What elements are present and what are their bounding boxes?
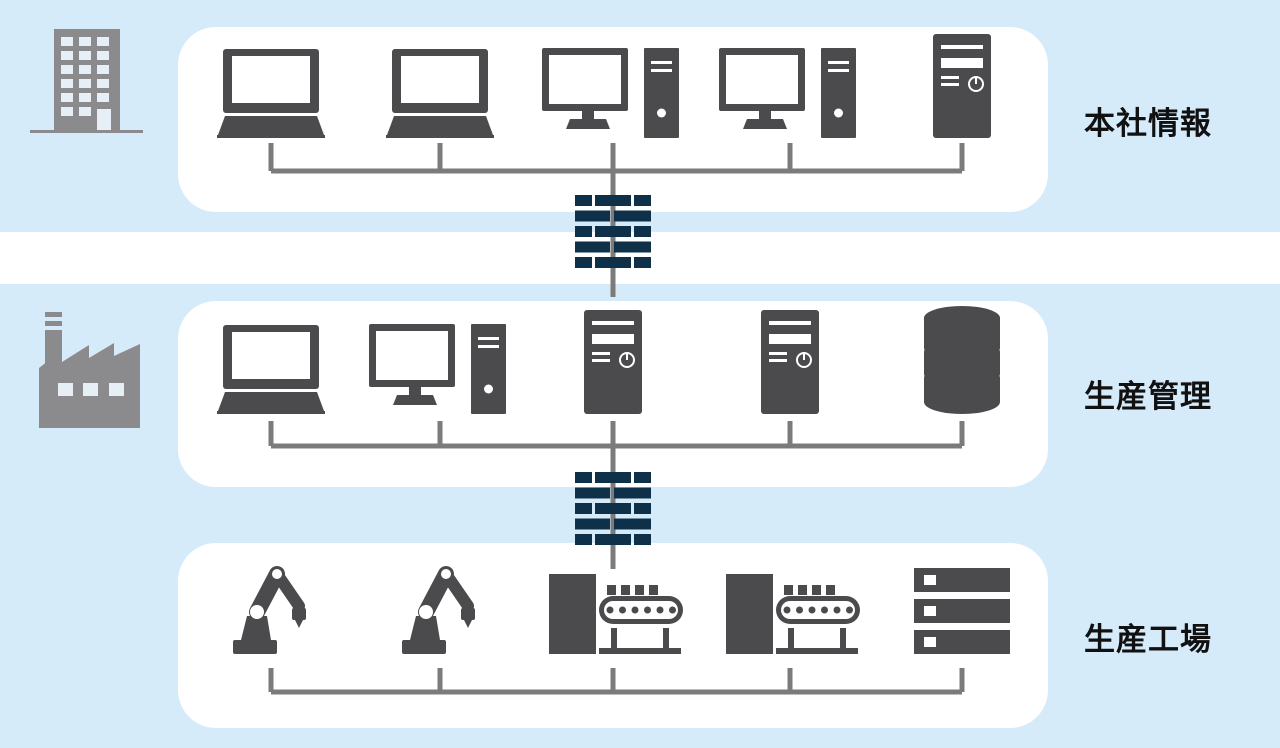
robot-arm-icon bbox=[402, 566, 475, 654]
robot-arm-icon bbox=[233, 566, 306, 654]
database-icon bbox=[924, 306, 1000, 414]
laptop-icon bbox=[217, 49, 325, 138]
server-rack-icon bbox=[914, 568, 1010, 654]
zone-label-production-management: 生産管理 bbox=[1084, 379, 1212, 415]
server-tower-icon bbox=[761, 310, 819, 414]
laptop-icon bbox=[386, 49, 494, 138]
firewall-icon bbox=[575, 195, 651, 268]
firewall-icon bbox=[575, 472, 651, 545]
zone-label-hq: 本社情報 bbox=[1084, 106, 1212, 142]
factory-icon bbox=[39, 312, 140, 428]
desktop-computer-icon bbox=[542, 48, 679, 138]
server-tower-icon bbox=[584, 310, 642, 414]
office-building-icon bbox=[30, 29, 143, 133]
zone-label-factory: 生産工場 bbox=[1084, 622, 1212, 658]
server-tower-icon bbox=[933, 34, 991, 138]
laptop-icon bbox=[217, 325, 325, 414]
conveyor-machine-icon bbox=[726, 574, 860, 654]
device-icons bbox=[30, 29, 1010, 654]
desktop-computer-icon bbox=[719, 48, 856, 138]
desktop-computer-icon bbox=[369, 324, 506, 414]
conveyor-machine-icon bbox=[549, 574, 683, 654]
